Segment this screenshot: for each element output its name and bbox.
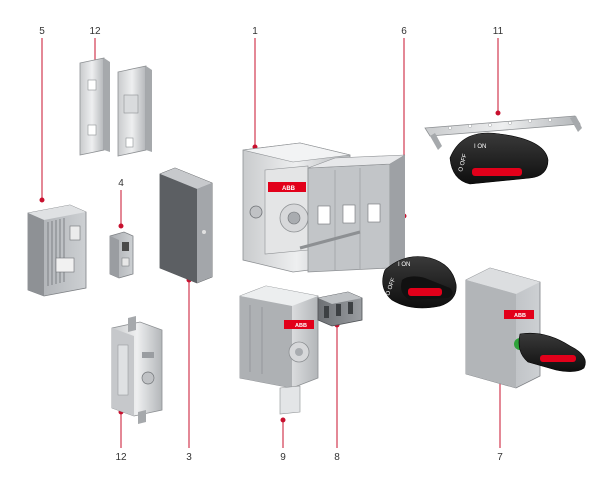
leader-dot-4 xyxy=(118,223,124,229)
abb-logo-text-7: ABB xyxy=(514,313,526,319)
callout-11: 11 xyxy=(493,26,504,37)
abb-brand-strip xyxy=(268,182,306,192)
handle-bracket-part-11: O OFF I ON xyxy=(424,115,582,185)
handle-on-marking: I ON xyxy=(398,262,410,268)
auxiliary-contact-part-4 xyxy=(109,231,134,279)
callout-1: 1 xyxy=(252,26,258,37)
leader-dot-5 xyxy=(39,197,45,203)
callout-4: 4 xyxy=(118,178,124,189)
handle-11-red-indicator xyxy=(472,168,522,176)
abb-logo-text: ABB xyxy=(282,186,296,192)
terminal-clamp-part-8 xyxy=(317,291,363,327)
callout-3: 3 xyxy=(186,452,192,463)
handle-red-indicator xyxy=(408,288,442,296)
callout-12-bottom: 12 xyxy=(115,452,127,463)
auxiliary-block-part-5 xyxy=(27,204,87,297)
switch-with-bracket-part-12 xyxy=(111,316,163,424)
callout-12-top: 12 xyxy=(89,26,101,37)
callout-9: 9 xyxy=(280,452,286,463)
leader-dot-9 xyxy=(280,417,286,423)
abb-logo-text-9: ABB xyxy=(295,323,307,329)
callout-labels: 5 12 4 1 6 11 12 3 9 8 7 xyxy=(39,26,503,463)
switch-body-part-1: ABB xyxy=(242,142,406,273)
shaft-icon xyxy=(249,205,263,219)
callout-5: 5 xyxy=(39,26,45,37)
enclosed-switch-part-7: ABB xyxy=(465,267,586,389)
abb-brand-strip-9 xyxy=(284,320,314,329)
callout-6: 6 xyxy=(401,26,407,37)
leader-dot-11 xyxy=(495,110,501,116)
handle-part-6: O OFF I ON xyxy=(382,256,457,309)
callout-7: 7 xyxy=(497,452,503,463)
handle-11-off-marking: O OFF xyxy=(458,153,469,173)
callout-8: 8 xyxy=(334,452,340,463)
mounting-bracket-part-12 xyxy=(79,57,152,157)
handle-11-on-marking: I ON xyxy=(474,144,486,150)
terminal-shroud-part-3 xyxy=(159,167,213,284)
switch-module-part-9: ABB xyxy=(239,285,319,415)
handle-7-red-indicator xyxy=(540,355,576,362)
abb-brand-strip-7 xyxy=(504,310,534,319)
